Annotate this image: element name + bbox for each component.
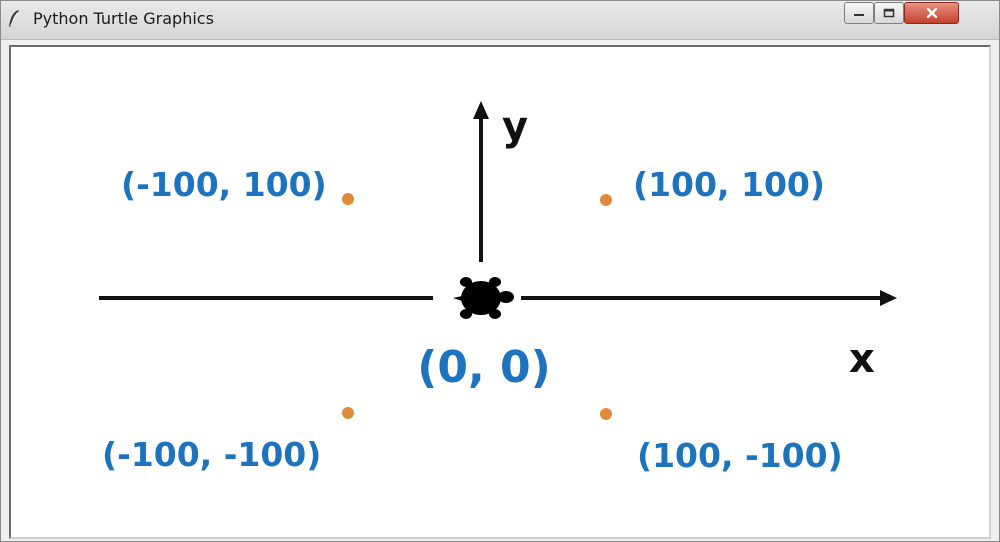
maximize-button[interactable] — [874, 2, 904, 24]
minimize-button[interactable] — [844, 2, 874, 24]
feather-icon — [9, 10, 19, 28]
title-bar[interactable]: Python Turtle Graphics — [1, 1, 999, 40]
point-dot — [600, 194, 612, 206]
close-icon — [926, 7, 937, 19]
point-label: (-100, 100) — [121, 165, 327, 204]
turtle-icon — [453, 277, 514, 319]
minimize-icon — [854, 14, 864, 16]
maximize-icon — [883, 8, 895, 18]
window-title: Python Turtle Graphics — [33, 9, 214, 28]
y-axis-label: y — [502, 104, 528, 150]
point-dot — [342, 407, 354, 419]
point-label: (100, 100) — [633, 165, 825, 204]
x-axis-label: x — [849, 336, 875, 382]
x-axis-arrowhead — [880, 290, 897, 306]
point-dot — [342, 193, 354, 205]
origin-label: (0, 0) — [417, 342, 550, 393]
close-button[interactable] — [904, 2, 959, 24]
y-axis-arrowhead — [473, 101, 489, 119]
point-dot — [600, 408, 612, 420]
point-label: (-100, -100) — [102, 435, 321, 474]
point-label: (100, -100) — [637, 436, 843, 475]
turtle-canvas[interactable] — [9, 45, 991, 539]
